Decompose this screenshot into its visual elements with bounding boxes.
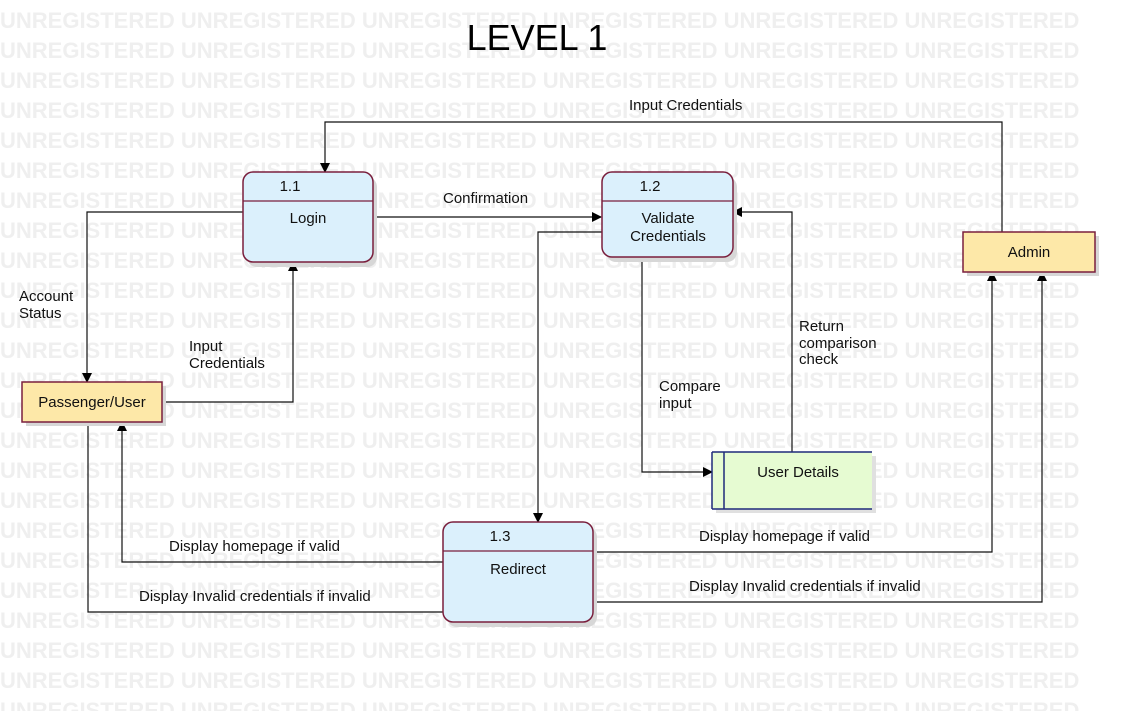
diagram-title: LEVEL 1 — [467, 17, 608, 58]
flow-admin-to-login — [320, 121, 1003, 232]
flow-redirect-homepage-admin — [593, 271, 997, 553]
watermark-row: UNREGISTERED UNREGISTERED UNREGISTERED U… — [0, 38, 1079, 63]
watermark-row: UNREGISTERED UNREGISTERED UNREGISTERED U… — [0, 278, 1079, 303]
watermark-row: UNREGISTERED UNREGISTERED UNREGISTERED U… — [0, 8, 1079, 33]
label-invalid-admin: Display Invalid credentials if invalid — [689, 578, 921, 595]
process-redirect-name: Redirect — [490, 561, 547, 578]
entity-admin: Admin — [962, 231, 1099, 276]
process-login: 1.1 Login — [242, 171, 377, 267]
process-redirect: 1.3 Redirect — [442, 521, 597, 627]
label-compare-input-2: input — [659, 395, 692, 412]
watermark-row: UNREGISTERED UNREGISTERED UNREGISTERED U… — [0, 428, 1079, 453]
watermark-row: UNREGISTERED UNREGISTERED UNREGISTERED U… — [0, 368, 1079, 393]
label-invalid-user: Display Invalid credentials if invalid — [139, 588, 371, 605]
flow-validate-to-redirect — [533, 231, 602, 523]
watermark-row: UNREGISTERED UNREGISTERED UNREGISTERED U… — [0, 248, 1079, 273]
watermark-row: UNREGISTERED UNREGISTERED UNREGISTERED U… — [0, 488, 1079, 513]
entity-admin-label: Admin — [1008, 244, 1051, 261]
process-validate-id: 1.2 — [640, 178, 661, 195]
flow-store-to-validate — [732, 207, 793, 452]
watermark-row: UNREGISTERED UNREGISTERED UNREGISTERED U… — [0, 158, 1079, 183]
flow-redirect-homepage-user — [117, 421, 443, 563]
flow-redirect-invalid-user — [87, 422, 443, 613]
entity-user-label: Passenger/User — [38, 394, 146, 411]
watermark-row: UNREGISTERED UNREGISTERED UNREGISTERED U… — [0, 668, 1079, 693]
label-account-status-1: Account — [19, 288, 74, 305]
process-login-id: 1.1 — [280, 178, 301, 195]
label-return-check-1: Return — [799, 318, 844, 335]
data-flows — [82, 121, 1047, 613]
label-compare-input-1: Compare — [659, 378, 721, 395]
watermark-row: UNREGISTERED UNREGISTERED UNREGISTERED U… — [0, 638, 1079, 663]
label-confirmation: Confirmation — [443, 190, 528, 207]
label-admin-input: Input Credentials — [629, 97, 742, 114]
label-homepage-user: Display homepage if valid — [169, 538, 340, 555]
label-return-check-2: comparison — [799, 335, 877, 352]
datastore-label: User Details — [757, 464, 839, 481]
flow-login-to-user — [82, 211, 243, 383]
process-login-name: Login — [290, 210, 327, 227]
watermark-row: UNREGISTERED UNREGISTERED UNREGISTERED U… — [0, 218, 1079, 243]
watermark-row: UNREGISTERED UNREGISTERED UNREGISTERED U… — [0, 308, 1079, 333]
watermark-row: UNREGISTERED UNREGISTERED UNREGISTERED U… — [0, 188, 1079, 213]
watermark-row: UNREGISTERED UNREGISTERED UNREGISTERED U… — [0, 338, 1079, 363]
label-user-input-1: Input — [189, 338, 223, 355]
entity-passenger-user: Passenger/User — [21, 381, 166, 426]
watermark-row: UNREGISTERED UNREGISTERED UNREGISTERED U… — [0, 128, 1079, 153]
flow-user-to-login — [163, 261, 298, 403]
process-validate-name-line2: Credentials — [630, 228, 706, 245]
process-redirect-id: 1.3 — [490, 528, 511, 545]
watermark-row: UNREGISTERED UNREGISTERED UNREGISTERED U… — [0, 458, 1079, 483]
label-homepage-admin: Display homepage if valid — [699, 528, 870, 545]
flow-redirect-invalid-admin — [593, 271, 1047, 603]
flow-validate-to-store — [641, 257, 713, 477]
watermark-row: UNREGISTERED UNREGISTERED UNREGISTERED U… — [0, 698, 1079, 711]
watermark-row: UNREGISTERED UNREGISTERED UNREGISTERED U… — [0, 98, 1079, 123]
process-validate-name-line1: Validate — [641, 210, 694, 227]
datastore-user-details: User Details — [711, 451, 876, 513]
label-user-input-2: Credentials — [189, 355, 265, 372]
label-return-check-3: check — [799, 351, 839, 368]
watermark-row: UNREGISTERED UNREGISTERED UNREGISTERED U… — [0, 68, 1079, 93]
label-account-status-2: Status — [19, 305, 62, 322]
flow-labels: Input Credentials Confirmation Account S… — [19, 97, 921, 605]
process-validate: 1.2 Validate Credentials — [601, 171, 737, 262]
